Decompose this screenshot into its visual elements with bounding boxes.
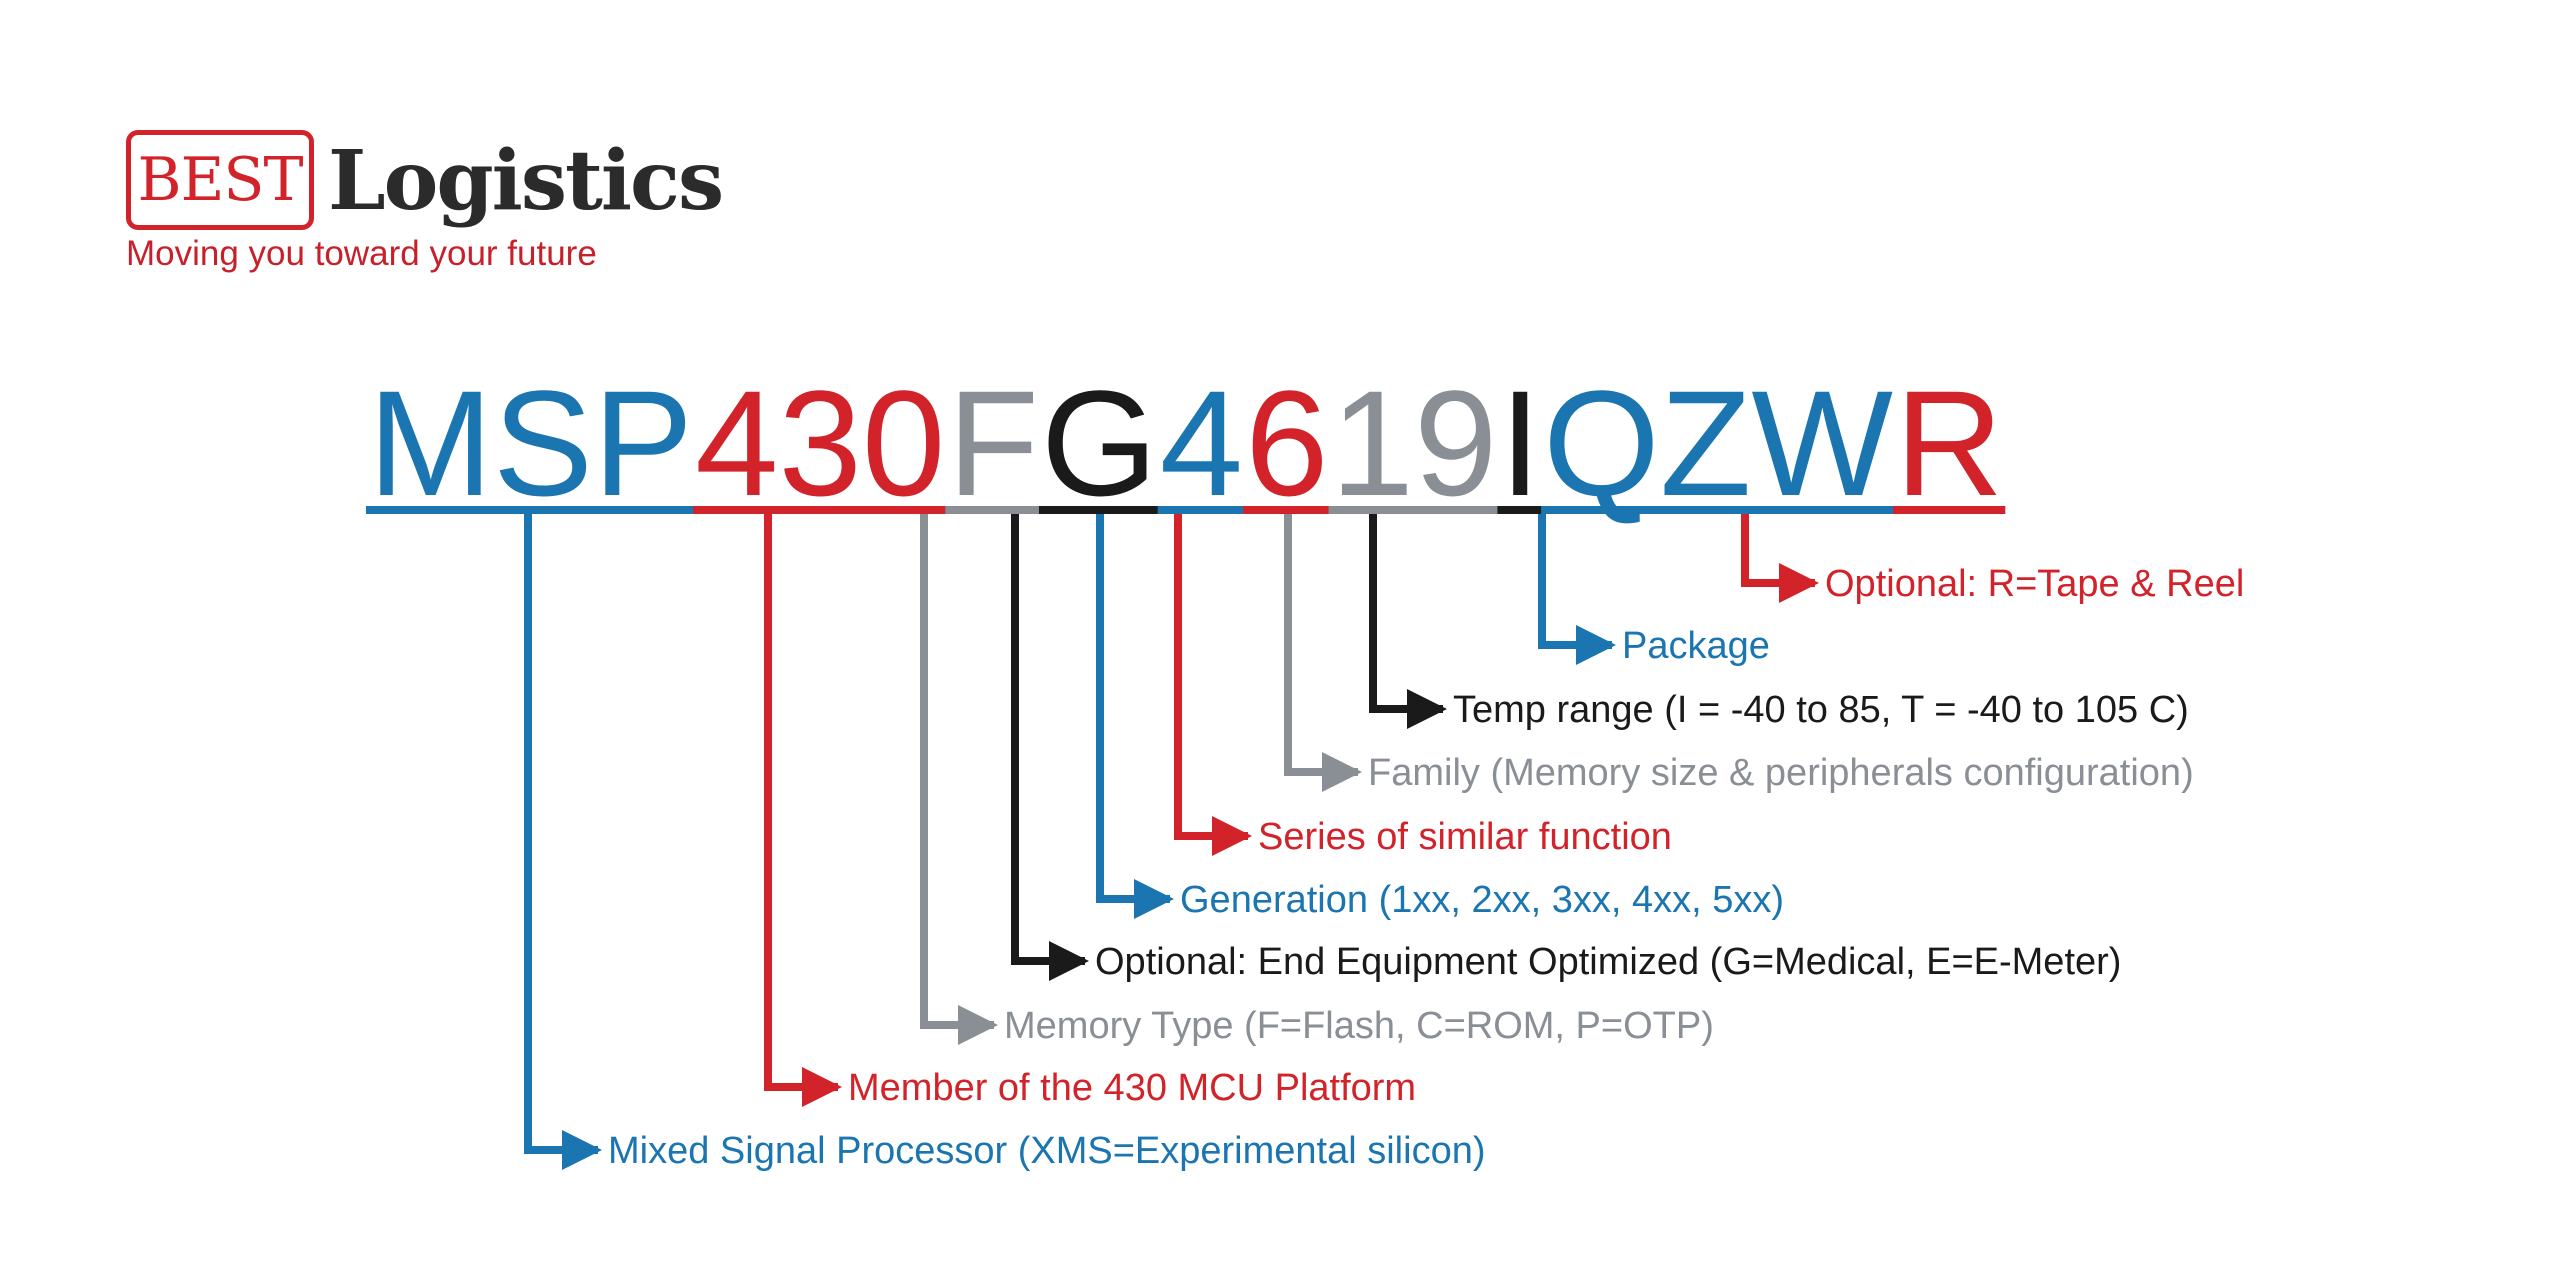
- part-segment-qzw: QZW: [1543, 359, 1893, 527]
- callout-2: Memory Type (F=Flash, C=ROM, P=OTP): [920, 514, 1714, 1047]
- underline-f: [945, 506, 1041, 514]
- part-segment-4: 4: [1160, 359, 1243, 527]
- callout-arrow: [1369, 514, 1447, 729]
- underline-i: [1497, 506, 1544, 514]
- callout-7: Temp range (I = -40 to 85, T = -40 to 10…: [1369, 514, 2189, 731]
- callout-arrow: [1011, 514, 1089, 981]
- callout-label: Memory Type (F=Flash, C=ROM, P=OTP): [1004, 1005, 1714, 1047]
- callout-8: Package: [1538, 514, 1770, 667]
- callout-label: Optional: R=Tape & Reel: [1825, 563, 2244, 605]
- callout-label: Generation (1xx, 2xx, 3xx, 4xx, 5xx): [1180, 879, 1784, 921]
- callout-arrow: [1284, 514, 1362, 792]
- part-segment-i: I: [1499, 359, 1541, 527]
- callout-1: Member of the 430 MCU Platform: [764, 514, 1416, 1109]
- part-segment-g: G: [1041, 359, 1158, 527]
- part-segment-19: 19: [1331, 359, 1498, 527]
- part-segment-f: F: [947, 359, 1039, 527]
- underline-6: [1243, 506, 1331, 514]
- underline-430: [693, 506, 948, 514]
- callout-label: Family (Memory size & peripherals config…: [1368, 752, 2194, 794]
- callout-5: Series of similar function: [1174, 514, 1672, 858]
- part-segment-msp: MSP: [368, 359, 693, 527]
- callout-arrow: [764, 514, 842, 1107]
- callout-6: Family (Memory size & peripherals config…: [1284, 514, 2194, 794]
- logo-wordmark: Logistics: [328, 133, 724, 229]
- underline-msp: [366, 506, 696, 514]
- callout-3: Optional: End Equipment Optimized (G=Med…: [1011, 514, 2121, 983]
- callout-label: Package: [1622, 625, 1770, 667]
- callout-arrow: [1741, 514, 1819, 603]
- callout-0: Mixed Signal Processor (XMS=Experimental…: [524, 514, 1486, 1172]
- part-segment-6: 6: [1245, 359, 1328, 527]
- callout-arrow: [1174, 514, 1252, 856]
- part-segment-r: R: [1895, 359, 2003, 527]
- callout-label: Series of similar function: [1258, 816, 1672, 858]
- underline-4: [1157, 506, 1246, 514]
- callout-label: Member of the 430 MCU Platform: [848, 1067, 1416, 1109]
- logo-box: BEST: [126, 130, 314, 230]
- logo-tagline: Moving you toward your future: [126, 234, 597, 273]
- callout-arrow: [1538, 514, 1616, 665]
- callout-9: Optional: R=Tape & Reel: [1741, 514, 2244, 605]
- callout-arrow: [920, 514, 998, 1045]
- callout-label: Temp range (I = -40 to 85, T = -40 to 10…: [1453, 689, 2189, 731]
- callout-arrow: [1096, 514, 1174, 919]
- callout-label: Mixed Signal Processor (XMS=Experimental…: [608, 1130, 1486, 1172]
- underline-qzw: [1541, 506, 1895, 514]
- underline-g: [1038, 506, 1160, 514]
- underline-19: [1328, 506, 1500, 514]
- part-segment-430: 430: [695, 359, 945, 527]
- underline-r: [1892, 506, 2006, 514]
- callout-arrow: [524, 514, 602, 1170]
- callout-4: Generation (1xx, 2xx, 3xx, 4xx, 5xx): [1096, 514, 1784, 921]
- callout-label: Optional: End Equipment Optimized (G=Med…: [1095, 941, 2121, 983]
